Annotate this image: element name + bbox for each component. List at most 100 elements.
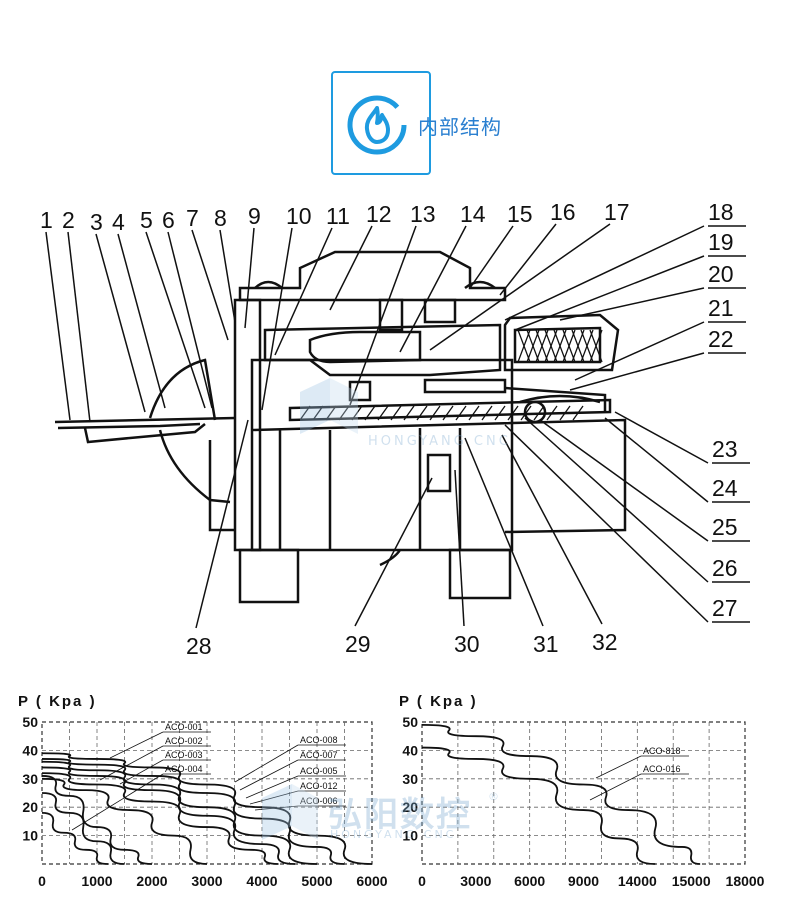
leader-line-11 [274, 227, 333, 356]
legend-leader [99, 745, 164, 781]
x-tick-label: 18000 [726, 873, 765, 889]
legend-aco-005: ACO-005 [300, 766, 338, 776]
legend-leader [71, 773, 164, 831]
chart-right-ylabel: P ( Kpa ) [399, 693, 478, 710]
legend-aco-001: ACO-001 [165, 722, 203, 732]
leader-line-32 [501, 434, 603, 625]
series-line-aco-006 [41, 772, 279, 865]
part-label-21: 21 [708, 295, 734, 321]
thread-line [351, 405, 363, 421]
hatch-line [580, 329, 594, 363]
legend-leader [239, 759, 299, 791]
thread-line [364, 405, 376, 421]
leader-line-5 [145, 231, 206, 409]
legend-aco-007: ACO-007 [300, 750, 338, 760]
leader-line-21 [574, 321, 705, 381]
leader-line-10 [261, 227, 293, 411]
part-label-15: 15 [507, 201, 533, 227]
part-label-14: 14 [460, 201, 486, 227]
part-label-20: 20 [708, 261, 734, 287]
part-label-12: 12 [366, 201, 392, 227]
leader-line-3 [95, 233, 146, 413]
legend-leader [595, 755, 642, 779]
pump-part-shape [57, 422, 201, 430]
part-label-2: 2 [62, 207, 75, 233]
leader-line-8 [219, 229, 236, 323]
part-label-28: 28 [186, 633, 212, 659]
y-tick-label: 10 [402, 828, 418, 844]
pump-part-shape [464, 280, 496, 290]
leader-line-2 [67, 231, 91, 423]
pump-part-shape [238, 548, 300, 604]
pump-part-shape [378, 298, 404, 332]
part-label-7: 7 [186, 205, 199, 231]
part-label-23: 23 [712, 436, 738, 462]
plot-frame [421, 721, 746, 865]
leader-line-24 [604, 417, 709, 503]
pump-part-shape [423, 378, 507, 394]
leader-line-20 [559, 287, 705, 321]
y-tick-label: 50 [402, 714, 418, 730]
legend-leader [119, 759, 164, 785]
part-label-24: 24 [712, 475, 738, 501]
pump-part-shape [83, 423, 206, 444]
part-label-16: 16 [550, 199, 576, 225]
part-label-30: 30 [454, 631, 480, 657]
y-tick-label: 10 [22, 828, 38, 844]
part-label-18: 18 [708, 199, 734, 225]
part-label-6: 6 [162, 207, 175, 233]
leader-line-12 [329, 225, 373, 311]
y-tick-label: 20 [402, 799, 418, 815]
x-tick-label: 4000 [246, 873, 277, 889]
leader-line-14 [399, 225, 467, 353]
part-label-26: 26 [712, 555, 738, 581]
leader-lines [45, 223, 750, 629]
hatch-line [571, 329, 585, 363]
series-line-aco-002 [41, 792, 125, 865]
x-tick-label: 6000 [356, 873, 387, 889]
leader-line-1 [45, 231, 71, 421]
x-tick-label: 14000 [618, 873, 657, 889]
part-label-31: 31 [533, 631, 559, 657]
y-tick-label: 40 [22, 742, 38, 758]
legend-leader [109, 731, 164, 759]
leader-line-25 [539, 419, 709, 542]
x-tick-label: 0 [38, 873, 46, 889]
pump-part-shape [208, 440, 235, 532]
chart-right-series [421, 723, 701, 865]
legend-leader [245, 775, 299, 799]
thread-line [416, 405, 428, 421]
legend-aco-016: ACO-016 [643, 764, 681, 774]
thread-line [390, 405, 402, 421]
leader-line-22 [569, 352, 705, 391]
legend-aco-003: ACO-003 [165, 750, 203, 760]
thread-line [442, 405, 454, 421]
leader-line-23 [614, 411, 709, 464]
leader-line-15 [469, 225, 514, 289]
thread-line [403, 405, 415, 421]
series-line-aco-004 [41, 811, 109, 865]
flame-icon [347, 95, 407, 155]
pump-part-shape [263, 323, 502, 377]
leader-line-30 [454, 469, 465, 627]
series-line-aco-012 [41, 766, 296, 865]
hatching [299, 329, 603, 421]
series-line-aco-016 [421, 746, 656, 865]
x-tick-label: 0 [418, 873, 426, 889]
thread-line [429, 405, 441, 421]
thread-line [468, 405, 480, 421]
x-tick-label: 6000 [514, 873, 545, 889]
pump-part-shape [513, 326, 602, 364]
part-label-13: 13 [410, 201, 436, 227]
leader-line-6 [167, 231, 213, 409]
watermark-registered: ® [488, 790, 499, 803]
thread-line [325, 405, 337, 421]
legend-leader [254, 805, 299, 811]
series-line-aco-818 [421, 723, 701, 865]
thread-line [572, 405, 584, 421]
thread-line [481, 405, 493, 421]
